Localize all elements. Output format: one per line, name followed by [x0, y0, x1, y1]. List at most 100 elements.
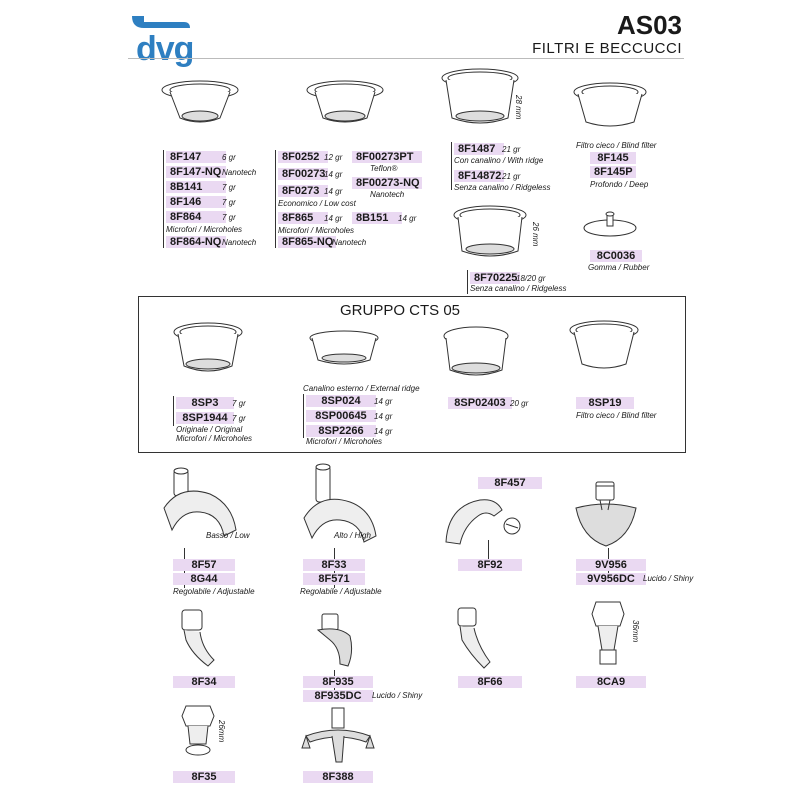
- nozzle-adapter-icon: [181, 705, 215, 756]
- three-way-spout-icon: [301, 707, 375, 763]
- code-8f457: 8F457: [478, 477, 542, 489]
- code-8f35: 8F35: [173, 771, 235, 783]
- description-label: Regolabile / Adjustable: [300, 587, 382, 596]
- code-8f146: 8F146: [166, 196, 226, 208]
- adjustable-spout-icon: [445, 499, 521, 545]
- code-8f865-nq: 8F865-NQ: [278, 236, 336, 248]
- brand-logo: dvg: [136, 30, 194, 68]
- header-divider: [128, 58, 684, 59]
- group-bracket: [275, 150, 276, 248]
- code-8f92: 8F92: [458, 559, 522, 571]
- code-8f147-nq: 8F147-NQ: [166, 166, 226, 178]
- weight-label: 7 gr: [222, 213, 236, 222]
- description-label: Lucido / Shiny: [643, 574, 694, 583]
- code-8sp02403: 8SP02403: [448, 397, 512, 409]
- code-8sp2266: 8SP2266: [306, 425, 376, 437]
- nozzle-adapter-icon: [591, 601, 625, 665]
- code-8f935dc: 8F935DC: [303, 690, 373, 702]
- weight-label: 20 gr: [510, 399, 529, 408]
- filter-basket-icon: [309, 330, 379, 365]
- code-8f0273: 8F0273: [278, 185, 328, 197]
- description-label: Basso / Low: [206, 531, 250, 540]
- code-8b151: 8B151: [352, 212, 402, 224]
- code-8f571: 8F571: [303, 573, 365, 585]
- two-way-spout-icon: [163, 467, 237, 537]
- code-8g44: 8G44: [173, 573, 235, 585]
- filter-basket-icon: [306, 80, 384, 123]
- code-8f145p: 8F145P: [590, 166, 636, 178]
- code-8f57: 8F57: [173, 559, 235, 571]
- description-label: Microfori / Microholes: [306, 437, 383, 446]
- coating-label: Nanotech: [222, 238, 257, 247]
- code-8f865: 8F865: [278, 212, 328, 224]
- coating-label: Nanotech: [332, 238, 367, 247]
- dimension-26mm: 26 mm: [531, 222, 540, 247]
- description-label: Senza canalino / Ridgeless: [454, 183, 551, 192]
- code-8f1487: 8F1487: [454, 143, 504, 155]
- weight-label: 21 gr: [502, 172, 521, 181]
- filter-basket-icon: [173, 322, 243, 372]
- description-label: Profondo / Deep: [590, 180, 649, 189]
- group-bracket: [488, 540, 489, 560]
- two-way-spout-icon: [303, 463, 377, 543]
- code-8c0036: 8C0036: [590, 250, 642, 262]
- curved-spout-icon: [181, 609, 215, 667]
- code-8f00273: 8F00273: [278, 168, 328, 180]
- page-title: FILTRI E BECCUCCI: [532, 40, 682, 57]
- code-8f388: 8F388: [303, 771, 373, 783]
- description-label: Filtro cieco / Blind filter: [576, 141, 657, 150]
- code-8sp1944: 8SP1944: [176, 412, 234, 424]
- group-bracket: [303, 394, 304, 438]
- code-8f935: 8F935: [303, 676, 373, 688]
- description-label: Economico / Low cost: [278, 199, 356, 208]
- code-8f147: 8F147: [166, 151, 226, 163]
- code-8b141: 8B141: [166, 181, 226, 193]
- code-8f864: 8F864: [166, 211, 226, 223]
- one-way-spout-icon: [316, 613, 353, 667]
- description-label: Con canalino / With ridge: [454, 156, 544, 165]
- weight-label: 7 gr: [232, 399, 246, 408]
- coating-label: Nanotech: [370, 190, 405, 199]
- code-8f14872: 8F14872: [454, 170, 504, 182]
- description-label: Originale / Original: [176, 425, 243, 434]
- weight-label: 7 gr: [222, 198, 236, 207]
- blind-filter-icon: [569, 320, 639, 369]
- code-8sp3: 8SP3: [176, 397, 234, 409]
- weight-label: 18/20 gr: [516, 274, 546, 283]
- weight-label: 6 gr: [222, 153, 236, 162]
- filter-basket-icon: [161, 80, 239, 123]
- weight-label: 14 gr: [324, 187, 343, 196]
- code-8f864-nq: 8F864-NQ: [166, 236, 226, 248]
- description-label: Senza canalino / Ridgeless: [470, 284, 567, 293]
- code-8ca9: 8CA9: [576, 676, 646, 688]
- code-8f34: 8F34: [173, 676, 235, 688]
- weight-label: 14 gr: [398, 214, 417, 223]
- group-bracket: [451, 142, 452, 190]
- description-label: Alto / High: [334, 531, 371, 540]
- dimension-36mm: 36mm: [631, 620, 640, 643]
- weight-label: 21 gr: [502, 145, 521, 154]
- dimension-26mm: 26mm: [217, 720, 226, 743]
- dvg-logo-icon: [132, 16, 190, 28]
- description-label: Microfori / Microholes: [278, 226, 355, 235]
- code-8f0252: 8F0252: [278, 151, 328, 163]
- rubber-disc-icon: [583, 211, 637, 237]
- dimension-28mm: 28 mm: [514, 95, 523, 120]
- description-label: Gomma / Rubber: [588, 263, 650, 272]
- filter-basket-icon: [443, 326, 509, 376]
- code-8sp00645: 8SP00645: [306, 410, 376, 422]
- code-8f00273pt: 8F00273PT: [352, 151, 422, 163]
- weight-label: 12 gr: [324, 153, 343, 162]
- weight-label: 7 gr: [222, 183, 236, 192]
- cts-group-box: [138, 296, 686, 453]
- group-bracket: [467, 270, 468, 294]
- description-label: Microfori / Microholes: [166, 225, 243, 234]
- coating-label: Teflon®: [370, 164, 398, 173]
- description-label: Lucido / Shiny: [372, 691, 423, 700]
- weight-label: 7 gr: [232, 414, 246, 423]
- filter-basket-icon: [453, 205, 527, 257]
- description-label: Regolabile / Adjustable: [173, 587, 255, 596]
- blind-filter-icon: [573, 82, 647, 127]
- code-8f66: 8F66: [458, 676, 522, 688]
- group-bracket: [173, 396, 174, 426]
